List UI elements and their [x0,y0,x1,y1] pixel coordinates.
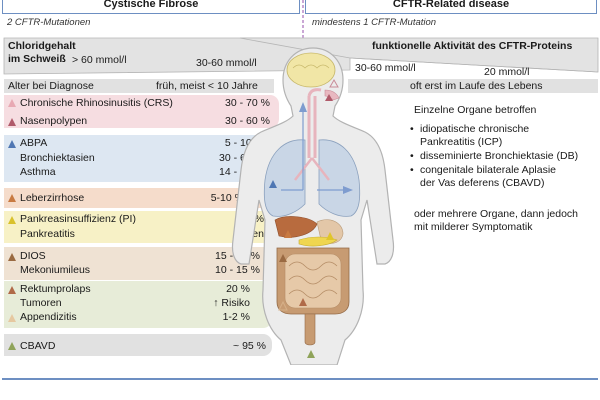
band-cbavd [4,334,272,356]
condition-value: 30 - 60 % [225,115,270,127]
bullet-item: • congenitale bilaterale Aplasie der Vas… [410,164,598,190]
dashed-separator [302,0,304,40]
bullet-line: disseminierte Bronchiektasie (DB) [420,150,579,162]
right-panel-outro: oder mehrere Organe, dann jedoch mit mil… [410,208,598,234]
right-lung [318,139,361,217]
gradient-wedges [3,37,599,75]
chloride-label-line2: im Schweiß [8,52,66,65]
small-intestine [284,253,342,309]
band-sinus [4,95,279,128]
marker-liver [284,230,292,238]
condition-label: Pankreasinsuffizienz (PI) [20,213,136,225]
band-intestine [4,247,272,280]
marker-rectum [299,298,307,306]
condition-label: Tumoren [20,297,62,309]
triangle-icon [8,286,16,294]
band-lung [4,135,266,182]
bullet-line: idiopatische chronische [420,123,530,135]
bullet-item: • disseminierte Bronchiektasie (DB) [410,150,598,163]
diagnosis-age-cf: früh, meist < 10 Jahre [156,80,258,92]
diagnosis-age-band-cf [4,79,274,93]
body-illustration [231,47,395,365]
condition-label: Pankreatitis [20,228,75,240]
marker-sinus [329,78,339,88]
triangle-icon [8,253,16,261]
diagnosis-age-band-crd [348,79,598,93]
outro-line: oder mehrere Organe, dann jedoch [414,208,579,220]
condition-label: Chronische Rhinosinusitis (CRS) [20,97,173,109]
right-panel-intro: Einzelne Organe betroffen [414,104,537,116]
condition-label: Leberzirrhose [20,192,85,204]
cftr-mid-value: 30-60 mmol/l [355,62,416,74]
triangle-icon [8,140,16,148]
bullet-dot-icon: • [410,123,414,135]
marker-cbavd [307,350,315,358]
triangle-outline-icon [8,314,16,322]
bullet-dot-icon: • [410,164,414,176]
brain [286,52,336,88]
condition-value: 10 - 15 % [215,264,260,276]
condition-value: 30 - 70 % [225,97,270,109]
triangle-icon [8,342,16,350]
triangle-icon [8,216,16,224]
condition-label: Asthma [20,166,56,178]
crd-header-title: CFTR-Related disease [392,0,510,10]
right-panel: Einzelne Organe betroffen • idiopatische… [410,104,598,234]
band-liver [4,188,272,208]
condition-label: Bronchiektasien [20,152,95,164]
body-silhouette [231,47,395,365]
rectum [304,313,316,346]
band-pancreas [4,211,276,243]
cftr-right-value: 20 mmol/l [484,66,530,78]
band-rectum [4,281,272,328]
bullet-dot-icon: • [410,150,414,162]
condition-label: Mekoniumileus [20,264,91,276]
outro-line: mit milderer Symptomatik [414,221,533,233]
condition-label: DIOS [20,250,46,262]
bottom-frame [2,378,598,380]
triangle-outline-icon [8,99,16,107]
trachea [307,96,317,158]
marker-pancreas [326,232,334,240]
condition-label: CBAVD [20,340,56,352]
cf-subtitle: 2 CFTR-Mutationen [7,17,91,28]
marker-nasal [325,94,333,101]
chloride-label: Chloridgehalt im Schweiß [8,40,76,65]
diagnosis-age-crd: oft erst im Laufe des Lebens [410,80,543,92]
cf-header-title: Cystische Fibrose [103,0,199,10]
bullet-line: der Vas deferens (CBAVD) [420,177,545,189]
triangle-icon [8,194,16,202]
crd-subtitle: mindestens 1 CFTR-Mutation [312,17,437,28]
left-lung [263,139,306,217]
nasal-cavity [324,89,340,101]
crd-header-box: CFTR-Related disease [305,0,597,14]
condition-value: 5-10 % [210,192,244,204]
cf-header-box: Cystische Fibrose [2,0,300,14]
cftr-activity-label: funktionelle Aktivität des CFTR-Proteins [372,40,573,52]
marker-intestine [279,254,287,262]
chloride-mid-value: 30-60 mmol/l [196,57,257,69]
condition-label: Appendizitis [20,311,77,323]
condition-value: 20 % [226,283,250,295]
marker-appendix [278,300,288,311]
diagnosis-age-label: Alter bei Diagnose [8,80,94,92]
condition-label: Nasenpolypen [20,115,88,127]
chloride-cf-value: > 60 mmol/l [72,54,127,66]
condition-value: 1-2 % [222,311,250,323]
triangle-icon [8,118,16,126]
condition-label: Rektumprolaps [20,283,91,295]
condition-value: ~ 95 % [233,340,266,352]
bullet-line: congenitale bilaterale Aplasie [420,164,557,176]
bullet-line: Pankreatitis (ICP) [420,136,503,148]
condition-label: ABPA [20,137,48,149]
chloride-label-line1: Chloridgehalt [8,40,76,52]
marker-lung [269,180,277,188]
bullet-item: • idiopatische chronische Pankreatitis (… [410,123,598,149]
condition-value: ↑ Risiko [213,297,250,309]
